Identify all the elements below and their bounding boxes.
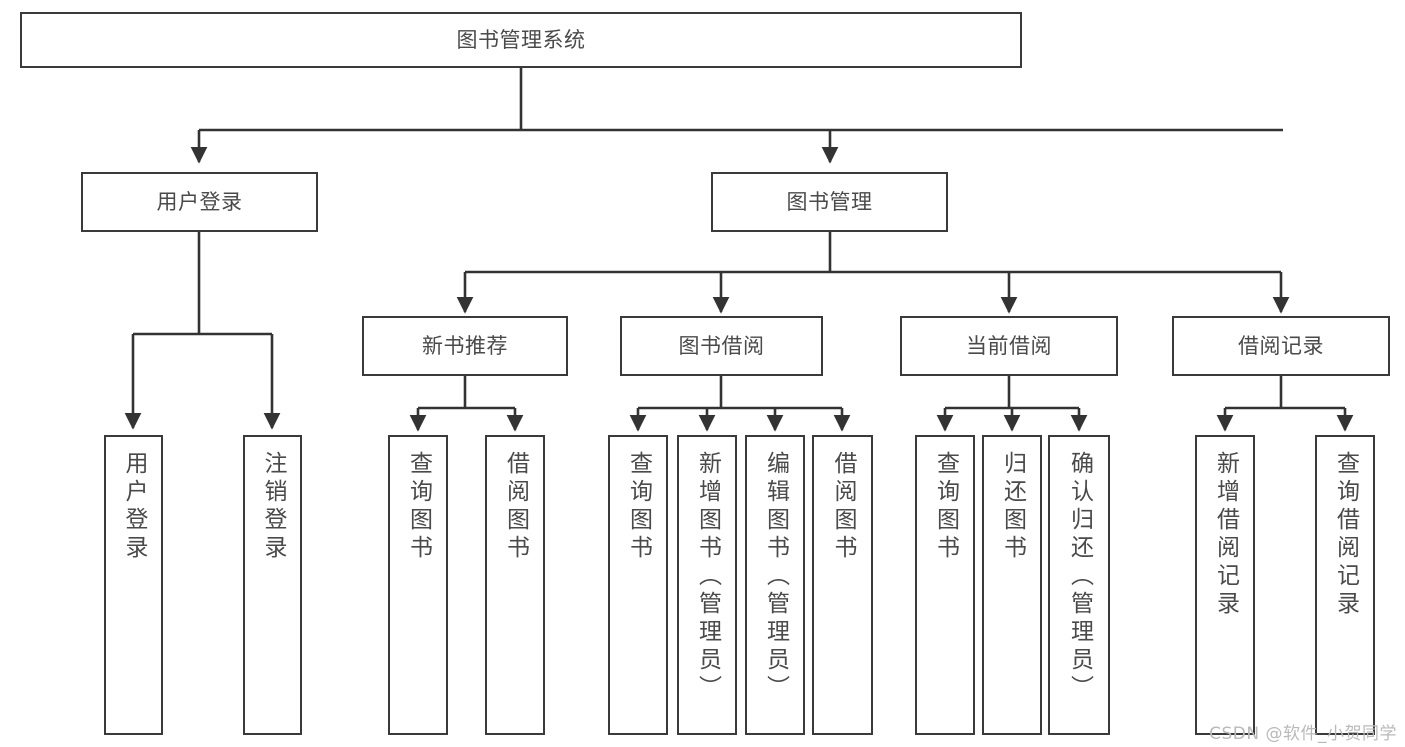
- node-leaf-return-book[interactable]: 归还图书: [982, 435, 1042, 735]
- node-current-borrow-label: 当前借阅: [966, 333, 1052, 358]
- node-leaf-query-record[interactable]: 查询借阅记录: [1315, 435, 1375, 735]
- node-leaf-query-book-3-label: 查询图书: [932, 451, 959, 563]
- node-leaf-query-book-2-label: 查询图书: [625, 451, 652, 563]
- node-leaf-query-book-3[interactable]: 查询图书: [915, 435, 975, 735]
- node-leaf-user-login-label: 用户登录: [121, 451, 147, 563]
- node-leaf-borrow-book-1[interactable]: 借阅图书: [485, 435, 545, 735]
- node-leaf-user-login[interactable]: 用户登录: [104, 435, 163, 735]
- node-leaf-query-record-label: 查询借阅记录: [1332, 451, 1359, 619]
- node-leaf-borrow-book-2[interactable]: 借阅图书: [812, 435, 873, 735]
- node-leaf-edit-book-label: 编辑图书（管理员）: [762, 451, 789, 703]
- node-leaf-add-record-label: 新增借阅记录: [1212, 451, 1239, 619]
- node-leaf-confirm-return[interactable]: 确认归还（管理员）: [1048, 435, 1110, 735]
- node-leaf-confirm-return-label: 确认归还（管理员）: [1066, 451, 1093, 703]
- node-borrow-record-label: 借阅记录: [1238, 333, 1324, 358]
- node-book-borrow[interactable]: 图书借阅: [620, 316, 823, 376]
- node-new-book-recommend[interactable]: 新书推荐: [362, 316, 568, 376]
- node-leaf-edit-book[interactable]: 编辑图书（管理员）: [745, 435, 805, 735]
- node-root-label: 图书管理系统: [456, 27, 586, 52]
- node-root[interactable]: 图书管理系统: [20, 12, 1022, 68]
- node-leaf-query-book-2[interactable]: 查询图书: [608, 435, 668, 735]
- node-user-login[interactable]: 用户登录: [81, 172, 318, 232]
- node-leaf-add-book-label: 新增图书（管理员）: [694, 451, 721, 703]
- node-borrow-record[interactable]: 借阅记录: [1172, 316, 1390, 376]
- node-leaf-borrow-book-2-label: 借阅图书: [830, 451, 856, 563]
- node-book-borrow-label: 图书借阅: [678, 333, 765, 358]
- watermark: CSDN @软件_小贺同学: [1209, 724, 1397, 744]
- node-leaf-add-book[interactable]: 新增图书（管理员）: [677, 435, 737, 735]
- node-new-book-recommend-label: 新书推荐: [422, 333, 508, 358]
- node-leaf-add-record[interactable]: 新增借阅记录: [1195, 435, 1255, 735]
- node-leaf-query-book-1-label: 查询图书: [405, 451, 432, 563]
- node-leaf-logout-login-label: 注销登录: [260, 451, 286, 563]
- node-leaf-return-book-label: 归还图书: [999, 451, 1026, 563]
- node-leaf-query-book-1[interactable]: 查询图书: [388, 435, 448, 735]
- node-leaf-logout-login[interactable]: 注销登录: [243, 435, 302, 735]
- node-current-borrow[interactable]: 当前借阅: [900, 316, 1118, 376]
- node-book-management-label: 图书管理: [786, 189, 873, 214]
- node-user-login-label: 用户登录: [156, 189, 243, 214]
- node-book-management[interactable]: 图书管理: [711, 172, 948, 232]
- node-leaf-borrow-book-1-label: 借阅图书: [502, 451, 529, 563]
